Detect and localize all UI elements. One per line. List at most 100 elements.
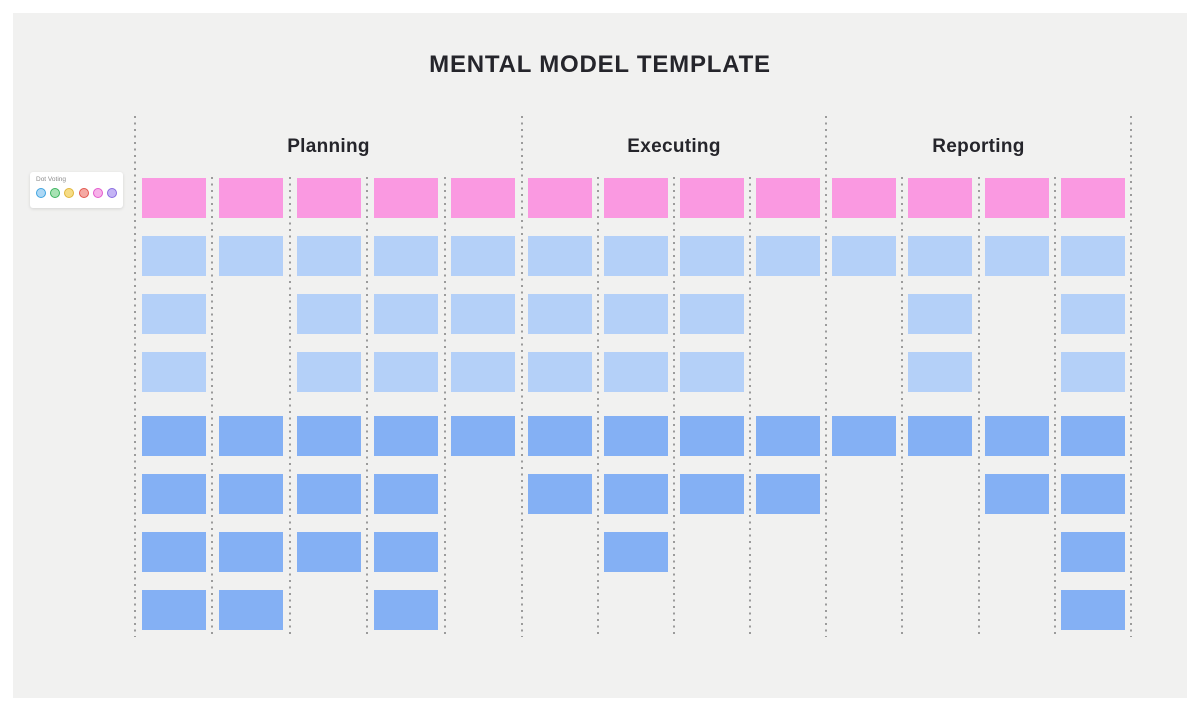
dotted-separator-line [673, 177, 675, 637]
sticky-note[interactable] [219, 178, 283, 218]
sticky-note[interactable] [142, 236, 206, 276]
sticky-note[interactable] [451, 178, 515, 218]
dot-voting-dots [36, 188, 117, 198]
sticky-note[interactable] [756, 416, 820, 456]
sticky-note[interactable] [142, 352, 206, 392]
dotted-separator-line [1130, 116, 1132, 637]
sticky-note[interactable] [604, 178, 668, 218]
sticky-note[interactable] [680, 416, 744, 456]
sticky-note[interactable] [1061, 178, 1125, 218]
sticky-note[interactable] [374, 236, 438, 276]
sticky-note[interactable] [832, 236, 896, 276]
sticky-note[interactable] [1061, 474, 1125, 514]
sticky-note[interactable] [528, 236, 592, 276]
sticky-note[interactable] [832, 416, 896, 456]
sticky-note[interactable] [142, 416, 206, 456]
sticky-note[interactable] [985, 178, 1049, 218]
dot-voting-label: Dot Voting [36, 176, 66, 183]
sticky-note[interactable] [142, 294, 206, 334]
sticky-note[interactable] [219, 532, 283, 572]
sticky-note[interactable] [297, 352, 361, 392]
sticky-note[interactable] [374, 294, 438, 334]
sticky-note[interactable] [680, 236, 744, 276]
sticky-note[interactable] [604, 416, 668, 456]
sticky-note[interactable] [604, 294, 668, 334]
vote-dot-green[interactable] [50, 188, 61, 198]
sticky-note[interactable] [451, 236, 515, 276]
sticky-note[interactable] [985, 236, 1049, 276]
sticky-note[interactable] [985, 416, 1049, 456]
sticky-note[interactable] [374, 352, 438, 392]
sticky-note[interactable] [451, 352, 515, 392]
sticky-note[interactable] [1061, 294, 1125, 334]
sticky-note[interactable] [680, 474, 744, 514]
sticky-note[interactable] [374, 178, 438, 218]
sticky-note[interactable] [374, 416, 438, 456]
vote-dot-red[interactable] [78, 188, 89, 198]
sticky-note[interactable] [680, 178, 744, 218]
sticky-note[interactable] [756, 474, 820, 514]
vote-dot-purple[interactable] [106, 188, 117, 198]
sticky-note[interactable] [451, 294, 515, 334]
sticky-note[interactable] [908, 178, 972, 218]
sticky-note[interactable] [297, 474, 361, 514]
sticky-note[interactable] [832, 178, 896, 218]
sticky-note[interactable] [604, 236, 668, 276]
sticky-note[interactable] [374, 532, 438, 572]
sticky-note[interactable] [756, 178, 820, 218]
sticky-note[interactable] [1061, 532, 1125, 572]
sticky-note[interactable] [219, 416, 283, 456]
sticky-note[interactable] [142, 178, 206, 218]
sticky-note[interactable] [604, 474, 668, 514]
sticky-note[interactable] [374, 590, 438, 630]
section-header-executing[interactable]: Executing [627, 136, 721, 157]
dotted-separator-line [288, 177, 291, 637]
sticky-note[interactable] [985, 474, 1049, 514]
sticky-note[interactable] [297, 236, 361, 276]
sticky-note[interactable] [1061, 416, 1125, 456]
dot-voting-widget[interactable]: Dot Voting [30, 172, 123, 208]
dotted-separator-line [597, 177, 599, 637]
sticky-note[interactable] [756, 236, 820, 276]
vote-dot-blue[interactable] [36, 188, 46, 198]
sticky-note[interactable] [528, 294, 592, 334]
sticky-note[interactable] [604, 352, 668, 392]
sticky-note[interactable] [528, 178, 592, 218]
sticky-note[interactable] [680, 352, 744, 392]
sticky-note[interactable] [604, 532, 668, 572]
section-header-planning[interactable]: Planning [287, 136, 370, 157]
dotted-separator-line [134, 116, 136, 637]
sticky-note[interactable] [219, 236, 283, 276]
section-header-reporting[interactable]: Reporting [932, 136, 1025, 157]
sticky-note[interactable] [297, 178, 361, 218]
board-title: MENTAL MODEL TEMPLATE [429, 51, 771, 78]
sticky-note[interactable] [528, 352, 592, 392]
sticky-note[interactable] [1061, 352, 1125, 392]
sticky-note[interactable] [908, 294, 972, 334]
sticky-note[interactable] [297, 416, 361, 456]
sticky-note[interactable] [528, 416, 592, 456]
sticky-note[interactable] [1061, 236, 1125, 276]
sticky-note[interactable] [680, 294, 744, 334]
sticky-note[interactable] [142, 590, 206, 630]
sticky-note[interactable] [297, 294, 361, 334]
vote-dot-yellow[interactable] [64, 188, 75, 198]
sticky-note[interactable] [908, 416, 972, 456]
vote-dot-pink[interactable] [92, 188, 103, 198]
sticky-note[interactable] [528, 474, 592, 514]
dotted-separator-line [825, 116, 827, 637]
dotted-separator-line [366, 177, 369, 637]
dotted-separator-line [521, 116, 523, 637]
sticky-note[interactable] [142, 532, 206, 572]
sticky-note[interactable] [1061, 590, 1125, 630]
sticky-note[interactable] [908, 352, 972, 392]
sticky-note[interactable] [297, 532, 361, 572]
whiteboard-canvas [13, 13, 1187, 698]
sticky-note[interactable] [451, 416, 515, 456]
sticky-note[interactable] [908, 236, 972, 276]
sticky-note[interactable] [219, 590, 283, 630]
sticky-note[interactable] [219, 474, 283, 514]
sticky-note[interactable] [374, 474, 438, 514]
sticky-note[interactable] [142, 474, 206, 514]
